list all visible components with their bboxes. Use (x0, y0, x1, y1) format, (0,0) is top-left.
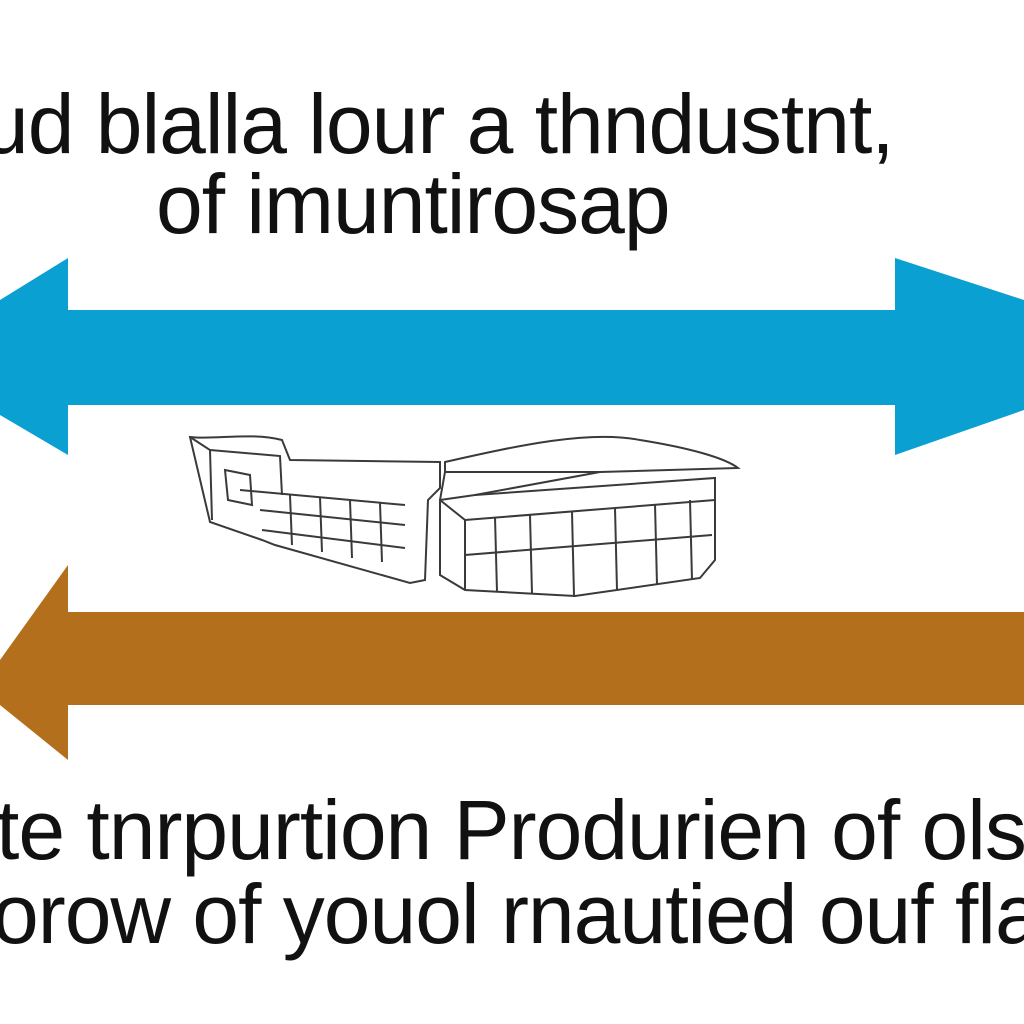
double-arrow-icon (0, 258, 1024, 455)
building-sketch-icon (188, 435, 741, 598)
footer-line-2: orow of youol rnautied ouf flan (0, 867, 1024, 961)
header-line-1: ud blalla lour a thndustnt, (0, 77, 895, 171)
header-line-2: of imuntirosap (156, 157, 671, 251)
left-arrow-icon (0, 565, 1024, 760)
footer-line-1: te tnrpurtion Produrien of ols (0, 783, 1024, 877)
